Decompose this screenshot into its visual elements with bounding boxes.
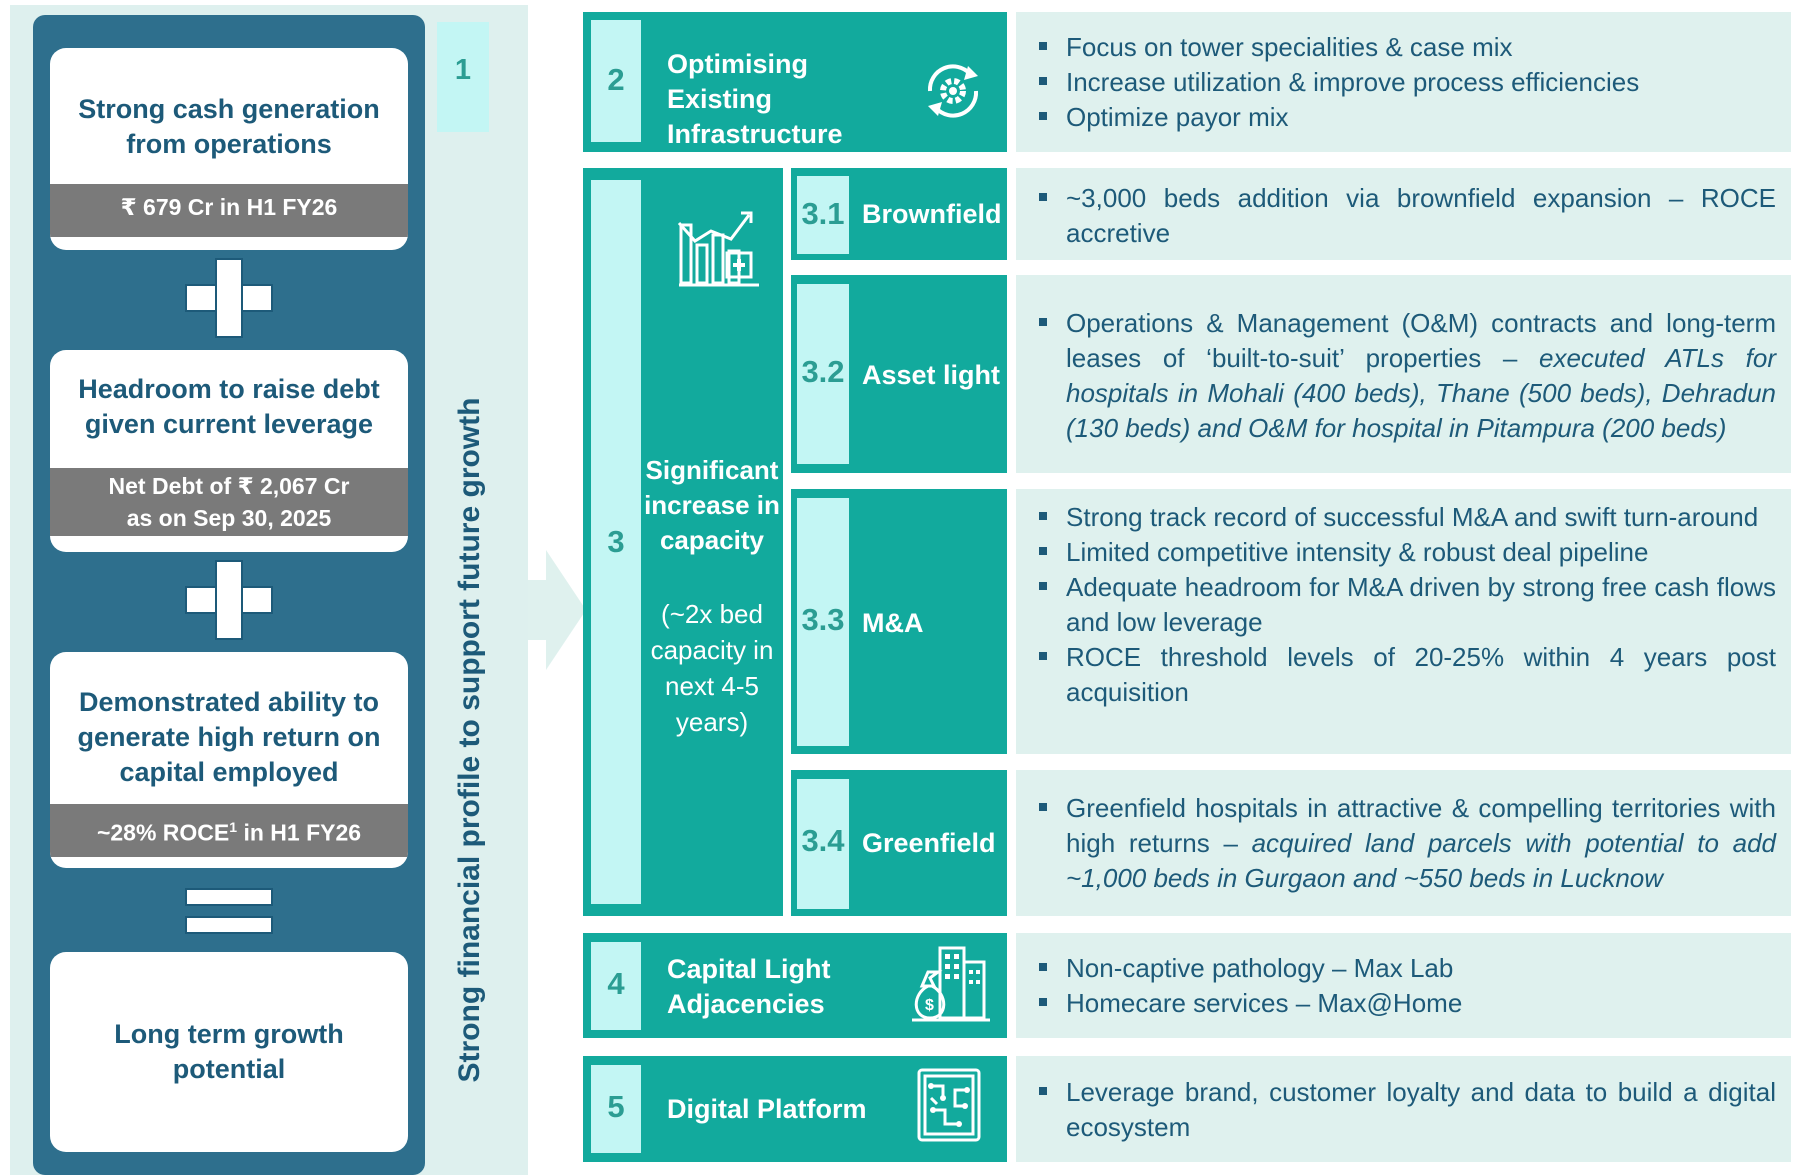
subtitle-line: capacity in xyxy=(650,635,774,665)
bullet-item: Operations & Management (O&M) contracts … xyxy=(1036,306,1776,446)
title-line: Capital Light xyxy=(667,954,831,984)
pillar-2-bullets: Focus on tower specialities & case mix I… xyxy=(1036,30,1776,135)
card-debt-headroom: Headroom to raise debt given current lev… xyxy=(50,350,408,552)
sub-pillar-number: 3.3 xyxy=(797,498,849,746)
pillar-number-4: 4 xyxy=(591,942,641,1030)
pillar-3-title: Significant increase in capacity xyxy=(641,453,783,558)
sub-pillar-label: Brownfield xyxy=(862,199,1002,229)
sub-pillar-3-3-details xyxy=(1016,489,1791,754)
card-title-line: Strong cash generation xyxy=(78,94,380,124)
plus-icon xyxy=(185,258,273,338)
pillar-number-5: 5 xyxy=(591,1065,641,1153)
title-line: Infrastructure xyxy=(667,119,843,149)
card-value-band: ~28% ROCE1 in H1 FY26 xyxy=(50,804,408,857)
title-line: increase in xyxy=(644,490,780,520)
bullet-item: ROCE threshold levels of 20-25% within 4… xyxy=(1036,640,1776,710)
sub-pillar-label: M&A xyxy=(862,608,924,638)
band-line: as on Sep 30, 2025 xyxy=(126,505,332,531)
card-cash-generation: Strong cash generation from operations ₹… xyxy=(50,48,408,250)
sub-pillar-3-3-bullets: Strong track record of successful M&A an… xyxy=(1036,500,1776,710)
card-title-line: given current leverage xyxy=(84,409,374,439)
plus-icon xyxy=(185,560,273,640)
circuit-board-icon xyxy=(917,1068,981,1142)
bullet-item: Greenfield hospitals in attractive & com… xyxy=(1036,791,1776,896)
card-roce: Demonstrated ability to generate high re… xyxy=(50,652,408,868)
pillar-5-bullets: Leverage brand, customer loyalty and dat… xyxy=(1036,1075,1776,1145)
sub-pillar-label: Asset light xyxy=(862,360,1001,390)
subtitle-line: next 4-5 xyxy=(665,671,759,701)
equals-icon xyxy=(185,888,273,936)
band-line: ₹ 679 Cr in H1 FY26 xyxy=(120,194,338,220)
pillar-5-details xyxy=(1016,1056,1791,1162)
bullet-item: Non-captive pathology – Max Lab xyxy=(1036,951,1776,986)
sub-pillar-number: 3.1 xyxy=(797,176,849,254)
sub-pillar-3-4-bullets: Greenfield hospitals in attractive & com… xyxy=(1036,791,1776,896)
card-title-line: Long term growth xyxy=(114,1019,344,1049)
card-title-line: generate high return on xyxy=(77,722,381,752)
card-title-line: Demonstrated ability to xyxy=(78,687,380,717)
sub-pillar-3-1-bullets: ~3,000 beds addition via brownfield expa… xyxy=(1036,181,1776,251)
pillar-4-bullets: Non-captive pathology – Max Lab Homecare… xyxy=(1036,951,1776,1021)
pillar-2-title: Optimising Existing Infrastructure xyxy=(667,47,917,152)
bullet-item: Limited competitive intensity & robust d… xyxy=(1036,535,1776,570)
subtitle-line: years) xyxy=(675,707,749,737)
band-text: in H1 FY26 xyxy=(237,819,362,846)
sub-pillar-label: Greenfield xyxy=(862,828,996,858)
title-line: Significant xyxy=(645,455,779,485)
arrow-right-icon xyxy=(528,550,586,670)
bullet-item: Optimize payor mix xyxy=(1036,100,1776,135)
card-value-band: ₹ 679 Cr in H1 FY26 xyxy=(50,184,408,237)
card-title-line: Headroom to raise debt xyxy=(78,374,380,404)
pillar-number-1: 1 xyxy=(437,22,489,132)
band-line: Net Debt of ₹ 2,067 Cr xyxy=(108,473,350,499)
card-title-line: from operations xyxy=(126,129,332,159)
pillar-number-2: 2 xyxy=(591,20,641,142)
title-line: capacity xyxy=(659,525,765,555)
bullet-item: Focus on tower specialities & case mix xyxy=(1036,30,1776,65)
bullet-item: Leverage brand, customer loyalty and dat… xyxy=(1036,1075,1776,1145)
pillar-4-title: Capital Light Adjacencies xyxy=(667,952,917,1022)
sub-pillar-3-4-details xyxy=(1016,770,1791,916)
sub-pillar-3-2-bullets: Operations & Management (O&M) contracts … xyxy=(1036,306,1776,446)
bullet-item: Strong track record of successful M&A an… xyxy=(1036,500,1776,535)
title-line: Adjacencies xyxy=(667,989,825,1019)
card-title-line: potential xyxy=(172,1054,286,1084)
pillar-number-3: 3 xyxy=(591,180,641,904)
sub-pillar-number: 3.4 xyxy=(797,779,849,909)
growth-chart-icon xyxy=(677,211,759,287)
bullet-item: Adequate headroom for M&A driven by stro… xyxy=(1036,570,1776,640)
pillar-5-title: Digital Platform xyxy=(667,1094,867,1124)
sub-pillar-3-2-details xyxy=(1016,275,1791,473)
title-line: Optimising Existing xyxy=(667,49,808,114)
pillar-4-details xyxy=(1016,933,1791,1038)
footnote-marker: 1 xyxy=(229,819,238,835)
band-text: ~28% ROCE xyxy=(96,819,230,846)
svg-text:$: $ xyxy=(925,997,934,1014)
bullet-item: Increase utilization & improve process e… xyxy=(1036,65,1776,100)
sub-pillar-number: 3.2 xyxy=(797,284,849,464)
money-building-icon: $ xyxy=(912,946,990,1022)
gear-cycle-icon xyxy=(927,64,979,118)
sub-pillar-3-1-details xyxy=(1016,168,1791,260)
subtitle-line: (~2x bed xyxy=(661,599,763,629)
bullet-item: Homecare services – Max@Home xyxy=(1036,986,1776,1021)
pillar-2-details xyxy=(1016,12,1791,152)
pillar-3-subtitle: (~2x bed capacity in next 4-5 years) xyxy=(641,596,783,740)
pillar-2-box xyxy=(583,12,1007,152)
card-value-band: Net Debt of ₹ 2,067 Cr as on Sep 30, 202… xyxy=(50,468,408,536)
bullet-item: ~3,000 beds addition via brownfield expa… xyxy=(1036,181,1776,251)
card-long-term-growth: Long term growth potential xyxy=(50,952,408,1152)
card-title-line: capital employed xyxy=(119,757,339,787)
